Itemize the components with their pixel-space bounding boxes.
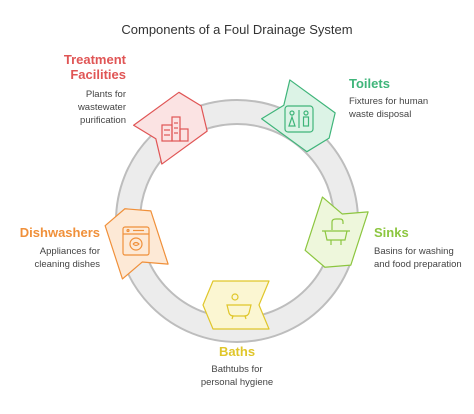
sink-icon bbox=[322, 218, 350, 245]
desc-baths-line1: Bathtubs for bbox=[211, 364, 263, 375]
desc-dishwashers-line2: cleaning dishes bbox=[34, 259, 101, 270]
diagram-title: Components of a Foul Drainage System bbox=[121, 22, 353, 37]
desc-sinks-line1: Basins for washing bbox=[374, 246, 454, 257]
desc-toilets-line1: Fixtures for human bbox=[349, 96, 429, 107]
label-baths: Baths bbox=[218, 344, 256, 359]
segment-treatment-facilities bbox=[133, 91, 208, 165]
label-sinks: Sinks bbox=[374, 225, 409, 240]
desc-dishwashers: Appliances for cleaning dishes bbox=[10, 245, 101, 271]
segment-dishwashers bbox=[104, 208, 169, 280]
label-toilets: Toilets bbox=[349, 76, 390, 91]
desc-sinks: Basins for washing and food preparation bbox=[374, 245, 474, 271]
label-dishwashers: Dishwashers bbox=[19, 225, 100, 240]
segment-toilets bbox=[261, 79, 336, 153]
dishwasher-icon bbox=[122, 226, 150, 256]
desc-treatment-facilities-line1: Plants for bbox=[85, 89, 126, 100]
desc-toilets-line2: waste disposal bbox=[349, 109, 412, 120]
desc-treatment-facilities-line3: purification bbox=[80, 115, 126, 126]
desc-baths: Bathtubs for personal hygiene bbox=[187, 363, 287, 389]
factory-icon bbox=[161, 116, 189, 142]
segment-sinks bbox=[304, 196, 369, 268]
desc-dishwashers-line1: Appliances for bbox=[39, 246, 100, 257]
restroom-icon bbox=[284, 105, 314, 133]
desc-treatment-facilities: Plants for wastewater purification bbox=[40, 88, 126, 127]
label-treatment-facilities: Treatment Facilities bbox=[40, 52, 126, 82]
desc-toilets: Fixtures for human waste disposal bbox=[349, 95, 459, 121]
label-treatment-facilities-line1: Treatment bbox=[63, 52, 126, 67]
desc-sinks-line2: and food preparation bbox=[374, 259, 462, 270]
desc-treatment-facilities-line2: wastewater bbox=[77, 102, 126, 113]
bathtub-icon bbox=[226, 293, 252, 320]
desc-baths-line2: personal hygiene bbox=[200, 377, 274, 388]
label-treatment-facilities-line2: Facilities bbox=[70, 67, 126, 82]
